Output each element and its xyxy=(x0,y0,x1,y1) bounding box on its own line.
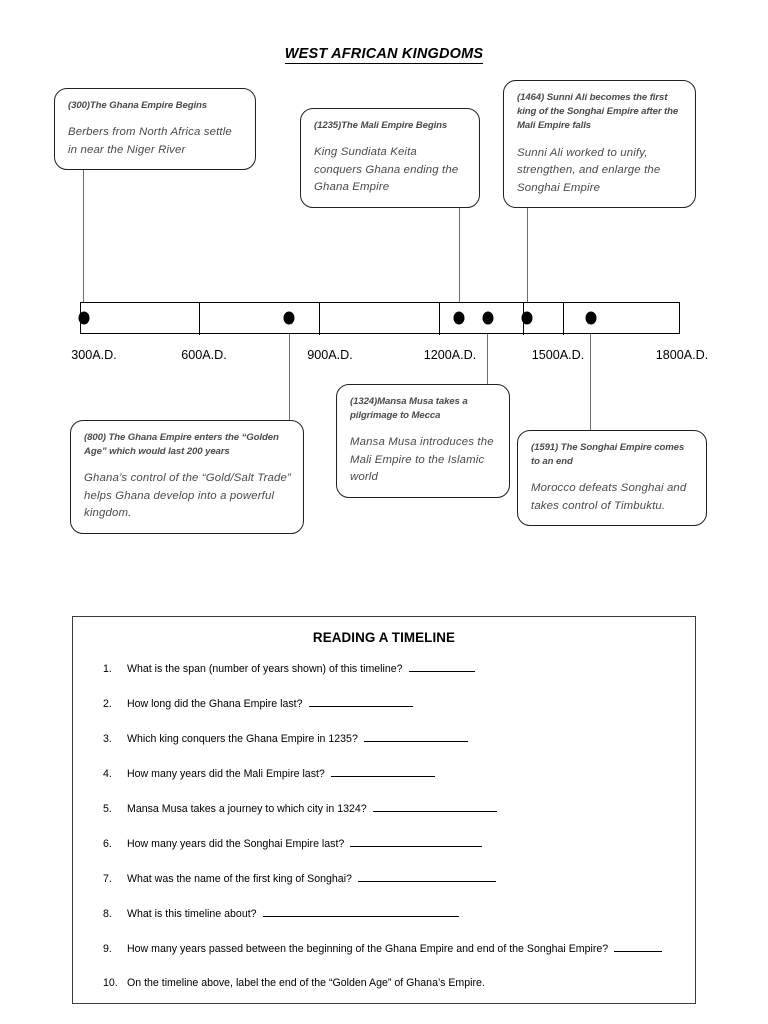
callout-body: Morocco defeats Songhai and takes contro… xyxy=(531,482,687,512)
question-text: How many years did the Mali Empire last? xyxy=(127,768,325,780)
question-number: 8. xyxy=(103,908,112,920)
callout-body: Mansa Musa introduces the Mali Empire to… xyxy=(350,436,494,484)
question-number: 2. xyxy=(103,698,112,710)
connector-mansa-musa xyxy=(487,318,488,384)
event-dot-golden-age[interactable] xyxy=(283,311,295,325)
question-item: 2. How long did the Ghana Empire last? xyxy=(73,696,695,712)
callout-head: (1324)Mansa Musa takes a pilgrimage to M… xyxy=(350,396,468,422)
event-dot-ghana-begins[interactable] xyxy=(78,311,90,325)
question-number: 7. xyxy=(103,873,112,885)
answer-blank[interactable] xyxy=(408,661,475,672)
axis-label-1200: 1200A.D. xyxy=(423,348,477,362)
axis-label-600: 600A.D. xyxy=(181,348,227,362)
question-number: 10. xyxy=(103,977,118,989)
axis-label-900: 900A.D. xyxy=(307,348,353,362)
question-item: 7. What was the name of the first king of… xyxy=(73,871,695,887)
callout-mansa-musa[interactable]: (1324)Mansa Musa takes a pilgrimage to M… xyxy=(336,384,510,498)
callout-sunni-ali[interactable]: (1464) Sunni Ali becomes the first king … xyxy=(503,80,696,209)
question-item: 8. What is this timeline about? xyxy=(73,906,695,922)
questions-panel: READING A TIMELINE 1. What is the span (n… xyxy=(72,616,696,1004)
event-dot-sunni-ali[interactable] xyxy=(521,311,533,325)
page-title-text: WEST AFRICAN KINGDOMS xyxy=(284,46,484,64)
question-text: Which king conquers the Ghana Empire in … xyxy=(127,733,358,745)
timeline-tick xyxy=(439,303,441,335)
answer-blank[interactable] xyxy=(363,731,468,742)
question-item: 6. How many years did the Songhai Empire … xyxy=(73,836,695,852)
connector-ghana-begins xyxy=(83,160,84,308)
question-text: What is this timeline about? xyxy=(127,908,257,920)
question-text: Mansa Musa takes a journey to which city… xyxy=(127,803,367,815)
connector-mali-begins xyxy=(459,206,460,312)
callout-head: (1464) Sunni Ali becomes the first king … xyxy=(517,92,679,132)
question-text: What was the name of the first king of S… xyxy=(127,873,352,885)
question-number: 3. xyxy=(103,733,112,745)
answer-blank[interactable] xyxy=(330,766,435,777)
question-number: 9. xyxy=(103,943,112,955)
answer-blank[interactable] xyxy=(350,836,483,847)
questions-title: READING A TIMELINE xyxy=(312,630,456,645)
question-item: 1. What is the span (number of years show… xyxy=(73,661,695,677)
axis-label-1800: 1800A.D. xyxy=(655,348,709,362)
axis-label-300: 300A.D. xyxy=(71,348,117,362)
timeline-tick xyxy=(199,303,201,335)
callout-body: Sunni Ali worked to unify, strengthen, a… xyxy=(517,146,661,194)
timeline-tick xyxy=(319,303,321,335)
callout-body: Ghana’s control of the “Gold/Salt Trade”… xyxy=(84,472,291,520)
question-number: 4. xyxy=(103,768,112,780)
question-text: What is the span (number of years shown)… xyxy=(127,663,403,675)
axis-label-1500: 1500A.D. xyxy=(531,348,585,362)
callout-head: (1235)The Mali Empire Begins xyxy=(314,120,448,131)
callout-golden-age[interactable]: (800) The Ghana Empire enters the “Golde… xyxy=(70,420,304,534)
callout-mali-begins[interactable]: (1235)The Mali Empire Begins King Sundia… xyxy=(300,108,480,208)
question-item: 9. How many years passed between the begi… xyxy=(73,941,695,957)
callout-body: King Sundiata Keita conquers Ghana endin… xyxy=(314,146,459,194)
question-item: 3. Which king conquers the Ghana Empire i… xyxy=(73,731,695,747)
question-item: 4. How many years did the Mali Empire las… xyxy=(73,766,695,782)
question-text: How many years passed between the beginn… xyxy=(127,943,609,955)
connector-golden-age xyxy=(289,318,290,422)
event-dot-mansa-musa[interactable] xyxy=(482,311,494,325)
timeline-tick xyxy=(563,303,565,335)
timeline-bar xyxy=(80,302,680,335)
answer-blank[interactable] xyxy=(372,801,497,812)
question-number: 6. xyxy=(103,838,112,850)
answer-blank[interactable] xyxy=(308,696,413,707)
callout-ghana-begins[interactable]: (300)The Ghana Empire Begins Berbers fro… xyxy=(54,88,256,171)
answer-blank[interactable] xyxy=(614,941,663,952)
callout-head: (800) The Ghana Empire enters the “Golde… xyxy=(84,432,279,458)
callout-head: (300)The Ghana Empire Begins xyxy=(68,100,208,111)
event-dot-mali-begins[interactable] xyxy=(453,311,465,325)
answer-blank[interactable] xyxy=(357,871,496,882)
connector-songhai-ends xyxy=(590,318,591,430)
callout-songhai-ends[interactable]: (1591) The Songhai Empire comes to an en… xyxy=(517,430,707,527)
question-item: 10. On the timeline above, label the end … xyxy=(73,976,695,991)
event-dot-songhai-ends[interactable] xyxy=(585,311,597,325)
question-text: On the timeline above, label the end of … xyxy=(127,977,485,989)
question-item: 5. Mansa Musa takes a journey to which ci… xyxy=(73,801,695,817)
question-number: 5. xyxy=(103,803,112,815)
callout-body: Berbers from North Africa settle in near… xyxy=(68,126,232,156)
answer-blank[interactable] xyxy=(262,906,459,917)
question-text: How long did the Ghana Empire last? xyxy=(127,698,303,710)
page-title: WEST AFRICAN KINGDOMS xyxy=(0,46,768,64)
question-text: How many years did the Songhai Empire la… xyxy=(127,838,345,850)
connector-sunni-ali xyxy=(527,208,528,312)
callout-head: (1591) The Songhai Empire comes to an en… xyxy=(531,442,685,468)
questions-list: 1. What is the span (number of years show… xyxy=(73,661,695,991)
question-number: 1. xyxy=(103,663,112,675)
